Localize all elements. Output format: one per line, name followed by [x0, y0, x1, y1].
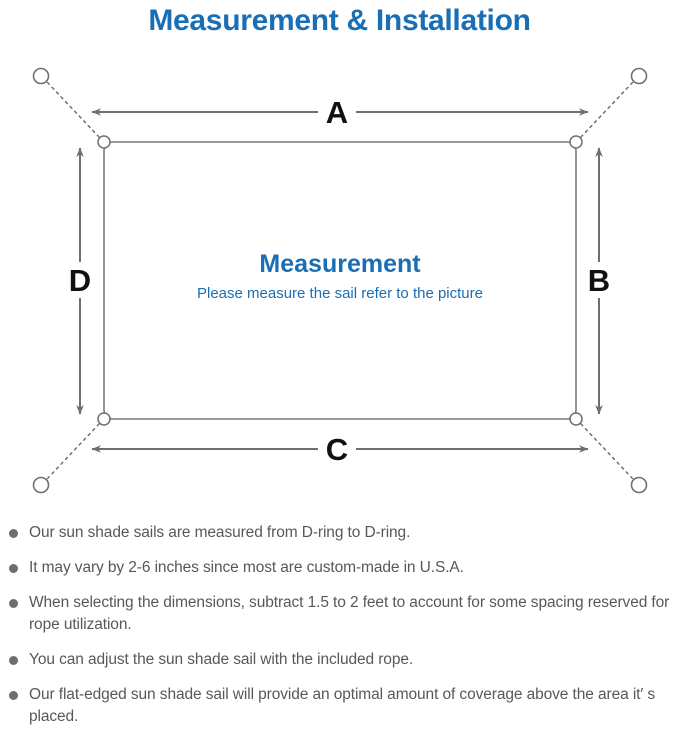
d-ring-icon-top-right — [569, 135, 583, 149]
note-text: It may vary by 2-6 inches since most are… — [29, 559, 464, 576]
rope-dotted-line-icon-top-left — [46, 81, 100, 138]
dimension-label-c: C — [326, 432, 348, 467]
bullet-icon — [9, 564, 18, 573]
list-item: When selecting the dimensions, subtract … — [0, 592, 679, 636]
shade-sail-body — [103, 141, 577, 420]
anchor-ring-icon-bottom-left — [32, 476, 50, 494]
rope-dotted-line-icon-bottom-left — [46, 423, 100, 480]
anchor-ring-icon-top-left — [32, 67, 50, 85]
diagram-center-subtitle: Please measure the sail refer to the pic… — [197, 285, 483, 302]
note-text: When selecting the dimensions, subtract … — [29, 594, 670, 633]
list-item: Our flat-edged sun shade sail will provi… — [0, 684, 679, 728]
rope-dotted-line-icon-top-right — [580, 81, 634, 138]
diagram-center-title: Measurement — [259, 250, 421, 278]
sail-measurement-diagram: A C D B Measurement Please measure the s… — [32, 67, 648, 494]
rope-dotted-line-icon-bottom-right — [580, 423, 634, 480]
dimension-label-a: A — [326, 95, 348, 130]
d-ring-icon-bottom-right — [569, 412, 583, 426]
list-item: It may vary by 2-6 inches since most are… — [0, 557, 679, 579]
page-title: Measurement & Installation — [148, 4, 531, 37]
note-text: Our sun shade sails are measured from D-… — [29, 524, 411, 541]
d-ring-icon-top-left — [97, 135, 111, 149]
notes-list: Our sun shade sails are measured from D-… — [0, 522, 679, 741]
anchor-ring-icon-top-right — [630, 67, 648, 85]
bullet-icon — [9, 691, 18, 700]
dimension-label-b: B — [588, 263, 610, 298]
list-item: You can adjust the sun shade sail with t… — [0, 649, 679, 671]
note-text: Our flat-edged sun shade sail will provi… — [29, 686, 656, 725]
list-item: Our sun shade sails are measured from D-… — [0, 522, 679, 544]
note-text: You can adjust the sun shade sail with t… — [29, 651, 414, 668]
dimension-label-d: D — [69, 263, 91, 298]
bullet-icon — [9, 656, 18, 665]
bullet-icon — [9, 529, 18, 538]
anchor-ring-icon-bottom-right — [630, 476, 648, 494]
d-ring-icon-bottom-left — [97, 412, 111, 426]
bullet-icon — [9, 599, 18, 608]
